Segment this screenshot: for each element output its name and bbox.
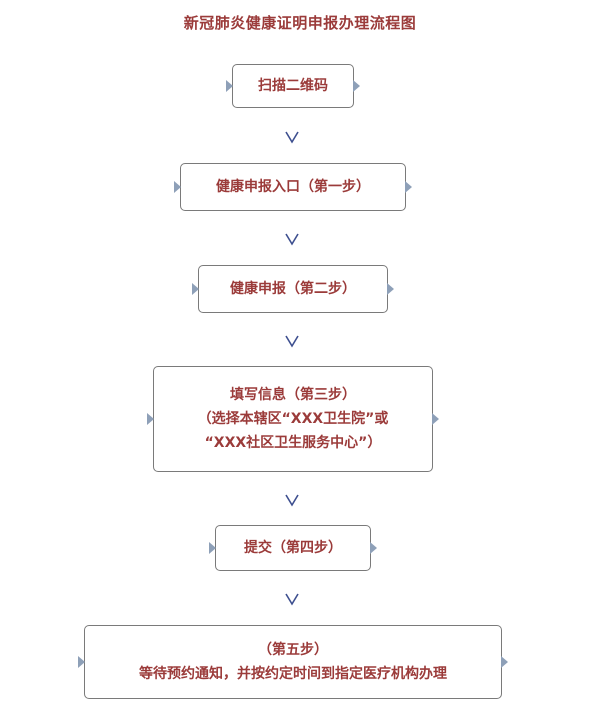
- chevron-down-icon: [283, 493, 301, 507]
- step-submit: 提交（第四步）: [209, 525, 377, 571]
- step-text: （选择本辖区“XXX卫生院”或: [197, 411, 389, 427]
- step-wait-appointment: （第五步） 等待预约通知，并按约定时间到指定医疗机构办理: [78, 625, 508, 699]
- step-text: 提交（第四步）: [244, 540, 342, 556]
- triangle-right-icon: [174, 181, 181, 193]
- chevron-down-icon: [283, 334, 301, 348]
- page-title: 新冠肺炎健康证明申报办理流程图: [183, 14, 417, 32]
- step-text: 填写信息（第三步）: [230, 387, 356, 403]
- triangle-right-icon: [78, 656, 85, 668]
- chevron-down-icon: [283, 592, 301, 606]
- chevron-down-icon: [283, 232, 301, 246]
- step-fill-info: 填写信息（第三步） （选择本辖区“XXX卫生院”或 “XXX社区卫生服务中心”）: [147, 366, 439, 472]
- triangle-right-icon: [353, 80, 360, 92]
- triangle-right-icon: [192, 283, 199, 295]
- step-scan-qr: 扫描二维码: [226, 64, 360, 108]
- triangle-right-icon: [226, 80, 233, 92]
- step-text: 健康申报（第二步）: [230, 281, 356, 297]
- chevron-down-icon: [283, 130, 301, 144]
- triangle-right-icon: [209, 542, 216, 554]
- step-text: （第五步）: [258, 642, 328, 658]
- step-text: 健康申报入口（第一步）: [216, 179, 370, 195]
- step-health-entry: 健康申报入口（第一步）: [174, 163, 412, 211]
- triangle-right-icon: [405, 181, 412, 193]
- step-text: “XXX社区卫生服务中心”）: [204, 435, 382, 451]
- step-text: 等待预约通知，并按约定时间到指定医疗机构办理: [139, 666, 447, 682]
- step-health-declare: 健康申报（第二步）: [192, 265, 394, 313]
- triangle-right-icon: [501, 656, 508, 668]
- triangle-right-icon: [387, 283, 394, 295]
- triangle-right-icon: [370, 542, 377, 554]
- step-text: 扫描二维码: [258, 78, 328, 94]
- triangle-right-icon: [432, 413, 439, 425]
- triangle-right-icon: [147, 413, 154, 425]
